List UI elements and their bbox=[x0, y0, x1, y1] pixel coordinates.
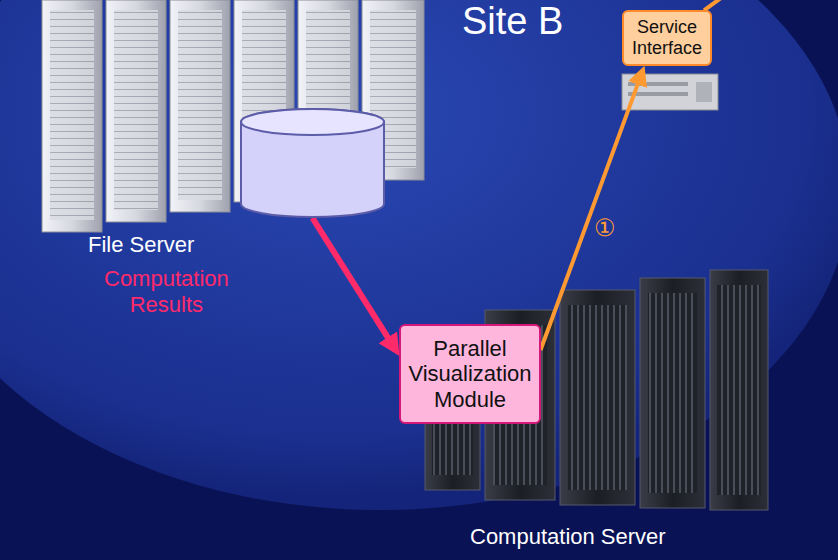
flow-arrow bbox=[541, 75, 641, 350]
outgoing-link bbox=[704, 0, 726, 10]
node-text: Parallel Visualization Module bbox=[408, 336, 531, 412]
cylinder-outline bbox=[240, 108, 385, 218]
edge-label: Computation Results bbox=[104, 266, 229, 319]
server-caption: Computation Server bbox=[470, 524, 666, 550]
site-title: Site B bbox=[462, 0, 563, 43]
node-caption: File Server bbox=[88, 232, 194, 258]
module-box: Parallel Visualization Module bbox=[399, 324, 540, 424]
database-cylinder: File Server bbox=[240, 108, 385, 218]
flow-arrow bbox=[313, 218, 394, 347]
service-box: Service Interface bbox=[622, 10, 712, 65]
file-server-racks bbox=[42, 0, 424, 232]
node-text: Service Interface bbox=[632, 17, 702, 58]
edge-label: ① bbox=[594, 214, 616, 243]
